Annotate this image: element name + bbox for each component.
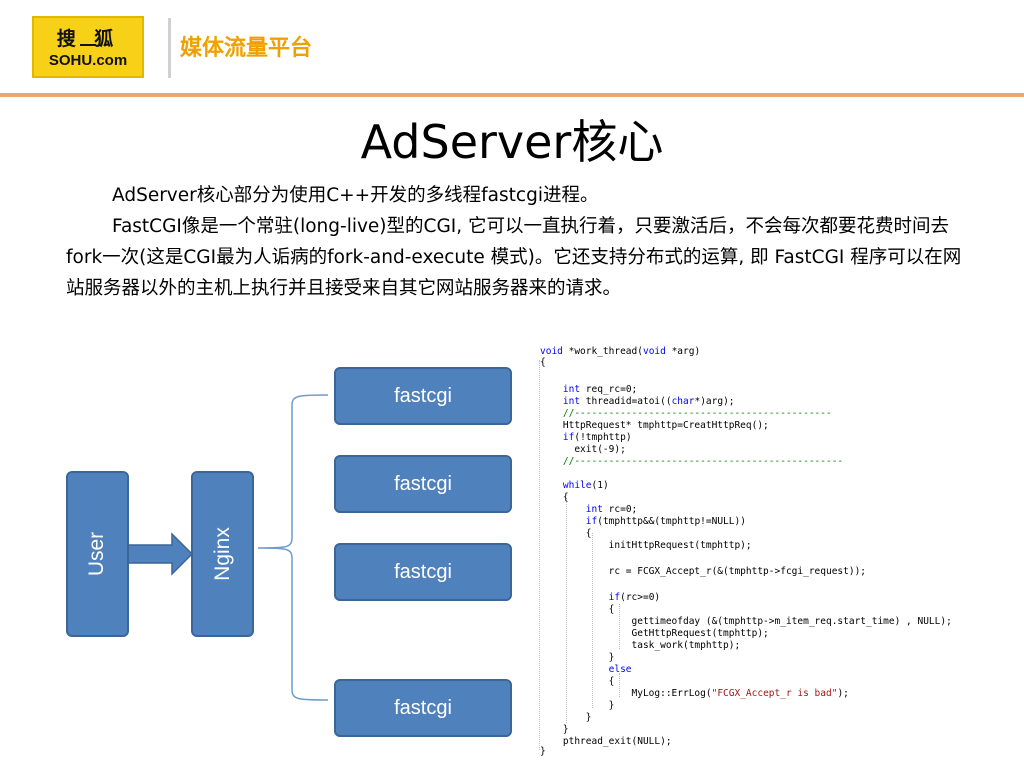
logo-underline: [80, 44, 96, 46]
nginx-label: Nginx: [210, 527, 234, 581]
indent-guide: [619, 604, 620, 649]
fastcgi-label: fastcgi: [394, 384, 452, 407]
code-line: gettimeofday (&(tmphttp->m_item_req.star…: [540, 616, 952, 627]
indent-guide: [619, 673, 620, 697]
code-line: {: [540, 357, 546, 368]
nginx-box: Nginx: [191, 471, 254, 637]
indent-guide: [566, 498, 567, 723]
code-line: void *work_thread(void *arg): [540, 346, 701, 357]
code-line: int rc=0;: [585, 504, 638, 515]
code-line: {: [540, 604, 615, 615]
arrow-user-to-nginx: [127, 532, 194, 576]
fastcgi-label: fastcgi: [394, 560, 452, 583]
code-line: HttpRequest* tmphttp=CreatHttpReq();: [540, 420, 769, 431]
code-line: }: [540, 746, 546, 757]
code-line: GetHttpRequest(tmphttp);: [540, 628, 769, 639]
code-line: {: [540, 676, 615, 687]
code-line: //--------------------------------------…: [540, 456, 844, 467]
code-line: }: [540, 724, 569, 735]
logo-english-text: SOHU.com: [48, 52, 128, 69]
indent-guide: [592, 533, 593, 708]
bracket-connector: [257, 394, 329, 701]
code-line: while(1): [562, 480, 609, 491]
fastcgi-box-2: fastcgi: [334, 455, 512, 513]
code-listing: void *work_thread(void *arg){ int req_rc…: [536, 346, 1006, 757]
user-box: User: [66, 471, 129, 637]
slide-title: AdServer核心: [360, 115, 664, 169]
user-label: User: [85, 531, 109, 577]
code-line: //--------------------------------------…: [540, 408, 832, 419]
code-line: }: [540, 652, 615, 663]
indent-guide: [539, 360, 540, 750]
code-line: pthread_exit(NULL);: [540, 736, 672, 747]
body-text: AdServer核心部分为使用C++开发的多线程fastcgi进程。 FastC…: [66, 180, 966, 304]
code-line: }: [540, 712, 592, 723]
header: 搜 狐 SOHU.com 媒体流量平台: [0, 0, 1024, 100]
paragraph-2: FastCGI像是一个常驻(long-live)型的CGI, 它可以一直执行着，…: [66, 216, 962, 299]
fastcgi-box-4: fastcgi: [334, 679, 512, 737]
code-line: rc = FCGX_Accept_r(&(tmphttp->fcgi_reque…: [540, 566, 867, 577]
code-line: if(!tmphttp): [562, 432, 632, 443]
code-line: {: [540, 492, 569, 503]
code-line: }: [540, 700, 615, 711]
platform-name: 媒体流量平台: [180, 36, 313, 61]
logo-chinese-text: 搜 狐: [56, 28, 120, 50]
sohu-logo: 搜 狐 SOHU.com: [32, 16, 144, 78]
code-line: if(tmphttp&&(tmphttp!=NULL)): [585, 516, 746, 527]
code-line: exit(-9);: [540, 444, 626, 455]
code-line: task_work(tmphttp);: [540, 640, 741, 651]
code-line: int threadid=atoi((char*)arg);: [562, 396, 735, 407]
header-rule: [0, 93, 1024, 97]
fastcgi-box-3: fastcgi: [334, 543, 512, 601]
logo-divider: [168, 18, 171, 78]
code-line: int req_rc=0;: [562, 384, 638, 395]
code-line: {: [540, 528, 592, 539]
fastcgi-box-1: fastcgi: [334, 367, 512, 425]
code-line: else: [608, 664, 632, 675]
paragraph-1: AdServer核心部分为使用C++开发的多线程fastcgi进程。: [112, 185, 599, 206]
code-line: initHttpRequest(tmphttp);: [540, 540, 752, 551]
code-line: if(rc>=0): [608, 592, 661, 603]
fastcgi-label: fastcgi: [394, 472, 452, 495]
code-line: MyLog::ErrLog("FCGX_Accept_r is bad");: [540, 688, 849, 699]
fastcgi-label: fastcgi: [394, 696, 452, 719]
